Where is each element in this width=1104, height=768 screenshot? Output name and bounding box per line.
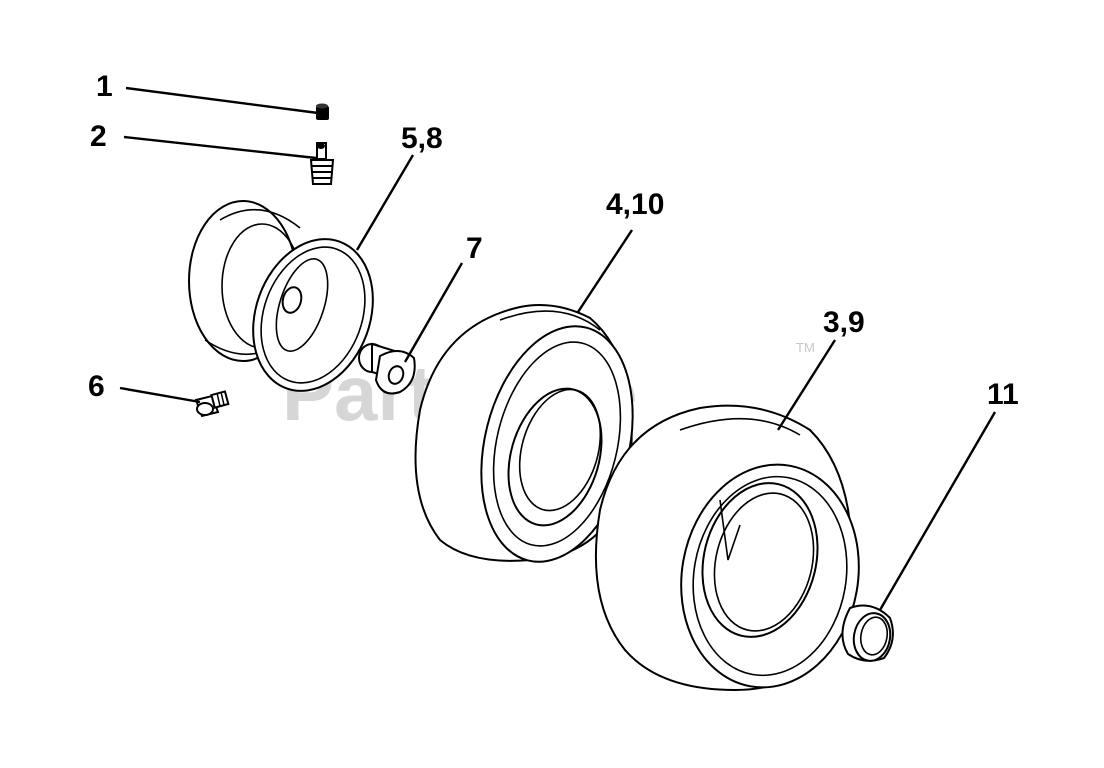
front-tire-part (414, 304, 634, 563)
callout-6: 6 (88, 370, 105, 403)
callout-1: 1 (96, 70, 113, 103)
callout-11: 11 (987, 378, 1019, 411)
rear-tire-part (594, 404, 860, 692)
valve-cap-part (316, 103, 329, 120)
callout-4-10: 4,10 (606, 188, 664, 221)
callout-3-9: 3,9 (823, 306, 865, 339)
leader-line-7 (403, 262, 464, 363)
callout-7: 7 (466, 232, 483, 265)
leader-line-11 (878, 411, 997, 611)
watermark-trademark: TM (796, 340, 815, 355)
grease-fitting-part (194, 390, 230, 418)
callout-2: 2 (90, 120, 107, 153)
bushing-part (358, 342, 416, 395)
leader-line-39 (776, 339, 837, 431)
leader-line-6 (119, 386, 201, 404)
leader-line-2 (123, 135, 317, 160)
valve-stem-part (309, 142, 335, 185)
callout-5-8: 5,8 (401, 122, 443, 155)
leader-line-58 (355, 154, 415, 251)
leader-line-1 (125, 86, 319, 115)
wheel-rim-part (188, 200, 374, 392)
hub-cap-part (841, 604, 894, 662)
leader-line-410 (576, 229, 634, 313)
